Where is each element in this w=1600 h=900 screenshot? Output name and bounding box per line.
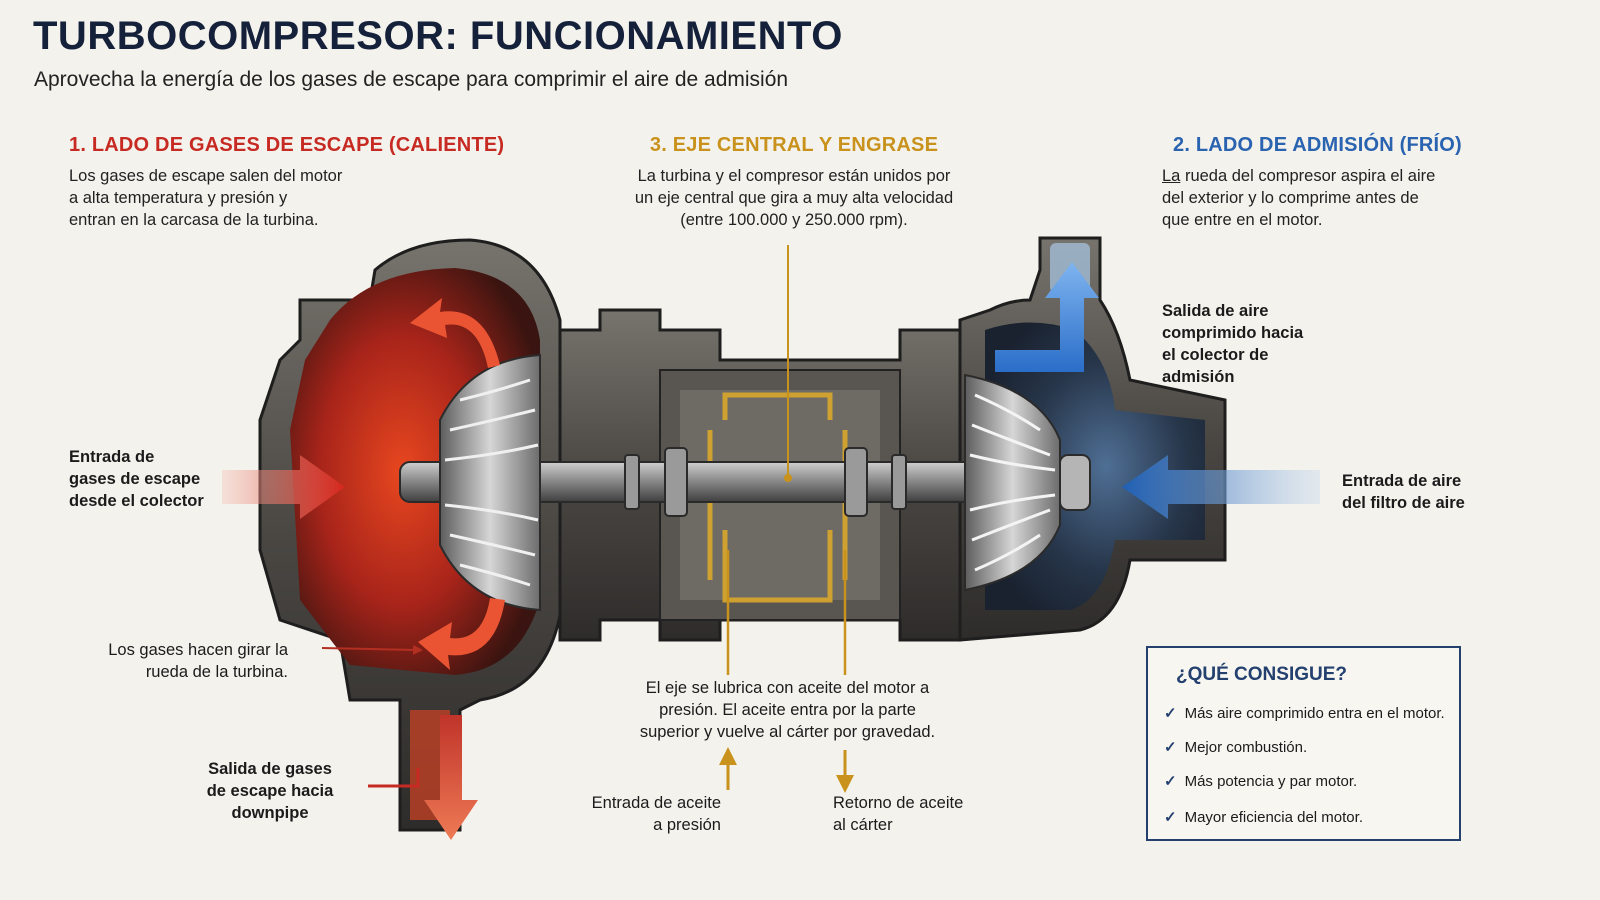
air-inlet-arrow — [1122, 455, 1320, 519]
shaft-text-line: La turbina y el compresor están unidos p… — [637, 167, 951, 185]
exhaust-swirl-bottom-arrow — [418, 598, 505, 670]
exhaust-text-line: Los gases de escape salen del motor — [69, 167, 343, 185]
shaft-section-heading: 3. EJE CENTRAL Y ENGRASE — [649, 134, 939, 156]
exhaust-text-line: a alta temperatura y presión y — [69, 189, 288, 207]
shaft-leader-dot — [784, 474, 792, 482]
intake-text-line: que entre en el motor. — [1162, 211, 1323, 229]
label-line: superior y vuelve al cárter por gravedad… — [639, 723, 936, 741]
check-icon: ✓ — [1164, 809, 1177, 826]
label-line: Retorno de aceite — [833, 794, 964, 812]
intake-section-text: La rueda del compresor aspira el aire de… — [1162, 165, 1435, 231]
oil-lubrication-note: El eje se lubrica con aceite del motor a… — [600, 677, 975, 743]
label-line: Entrada de — [69, 448, 155, 466]
exhaust-section-heading: 1. LADO DE GASES DE ESCAPE (CALIENTE) — [69, 134, 505, 156]
shaft-text-line: (entre 100.000 y 250.000 rpm). — [680, 211, 908, 229]
label-line: El eje se lubrica con aceite del motor a — [645, 679, 930, 697]
oil-return-label: Retorno de aceite al cárter — [833, 792, 963, 836]
intake-text-first-word: La — [1162, 167, 1181, 185]
exhaust-text-line: entran en la carcasa de la turbina. — [69, 211, 319, 229]
intake-section-heading: 2. LADO DE ADMISIÓN (FRÍO) — [1173, 134, 1462, 156]
shaft-text-line: un eje central que gira a muy alta veloc… — [634, 189, 954, 207]
label-line: rueda de la turbina. — [145, 663, 288, 681]
air-inlet-label: Entrada de aire del filtro de aire — [1342, 470, 1465, 514]
oil-inlet-label: Entrada de aceite a presión — [560, 792, 721, 836]
benefits-box: ¿QUÉ CONSIGUE? ✓ Más aire comprimido entr… — [1146, 646, 1461, 841]
label-line: comprimido hacia — [1162, 324, 1304, 342]
benefit-item: ✓ Mejor combustión. — [1164, 738, 1307, 756]
label-line: Salida de aire — [1162, 302, 1269, 320]
benefit-text: Más aire comprimido entra en el motor. — [1184, 705, 1445, 722]
benefit-item: ✓ Mayor eficiencia del motor. — [1164, 808, 1363, 826]
compressed-air-outlet-arrow — [995, 262, 1099, 372]
exhaust-outlet-arrow — [424, 715, 478, 840]
exhaust-outlet-label: Salida de gases de escape hacia downpipe — [190, 758, 350, 824]
label-line: gases de escape — [69, 470, 201, 488]
label-line: Salida de gases — [208, 760, 332, 778]
benefit-text: Más potencia y par motor. — [1184, 773, 1358, 790]
bearings — [624, 447, 907, 517]
page-title: TURBOCOMPRESOR: FUNCIONAMIENTO — [33, 14, 843, 58]
shaft-section-text: La turbina y el compresor están unidos p… — [594, 165, 994, 231]
label-line: presión. El aceite entra por la parte — [659, 701, 916, 719]
label-line: a presión — [653, 816, 721, 834]
turbine-spin-leader — [321, 644, 423, 655]
benefit-item: ✓ Más potencia y par motor. — [1164, 772, 1357, 790]
benefit-item: ✓ Más aire comprimido entra en el motor. — [1164, 704, 1445, 722]
check-icon: ✓ — [1164, 773, 1177, 790]
benefits-title: ¿QUÉ CONSIGUE? — [1176, 664, 1348, 685]
label-line: admisión — [1162, 368, 1235, 386]
label-line: del filtro de aire — [1342, 494, 1465, 512]
exhaust-section-text: Los gases de escape salen del motor a al… — [69, 165, 342, 231]
turbine-spin-label: Los gases hacen girar la rueda de la tur… — [60, 639, 288, 683]
exhaust-out-leader — [368, 768, 420, 788]
check-icon: ✓ — [1164, 739, 1177, 756]
label-line: Entrada de aire — [1342, 472, 1462, 490]
label-line: Los gases hacen girar la — [108, 641, 288, 659]
compressor-wheel — [964, 373, 1091, 592]
label-line: Entrada de aceite — [591, 794, 721, 812]
label-line: el colector de — [1162, 346, 1269, 364]
benefit-text: Mayor eficiencia del motor. — [1184, 809, 1363, 826]
compressed-air-outlet-label: Salida de aire comprimido hacia el colec… — [1162, 300, 1303, 388]
label-line: desde el colector — [69, 492, 204, 510]
intake-text-line: del exterior y lo comprime antes de — [1162, 189, 1419, 207]
label-line: downpipe — [231, 804, 309, 822]
exhaust-swirl-top-arrow — [410, 298, 500, 368]
check-icon: ✓ — [1164, 705, 1177, 722]
intake-text-line: rueda del compresor aspira el aire — [1180, 167, 1436, 185]
label-line: al cárter — [833, 816, 893, 834]
label-line: de escape hacia — [206, 782, 334, 800]
benefit-text: Mejor combustión. — [1184, 739, 1308, 756]
exhaust-inlet-arrow — [222, 455, 345, 519]
page-subtitle: Aprovecha la energía de los gases de esc… — [34, 68, 789, 91]
exhaust-inlet-label: Entrada de gases de escape desde el cole… — [69, 446, 204, 512]
turbine-wheel — [439, 353, 541, 612]
